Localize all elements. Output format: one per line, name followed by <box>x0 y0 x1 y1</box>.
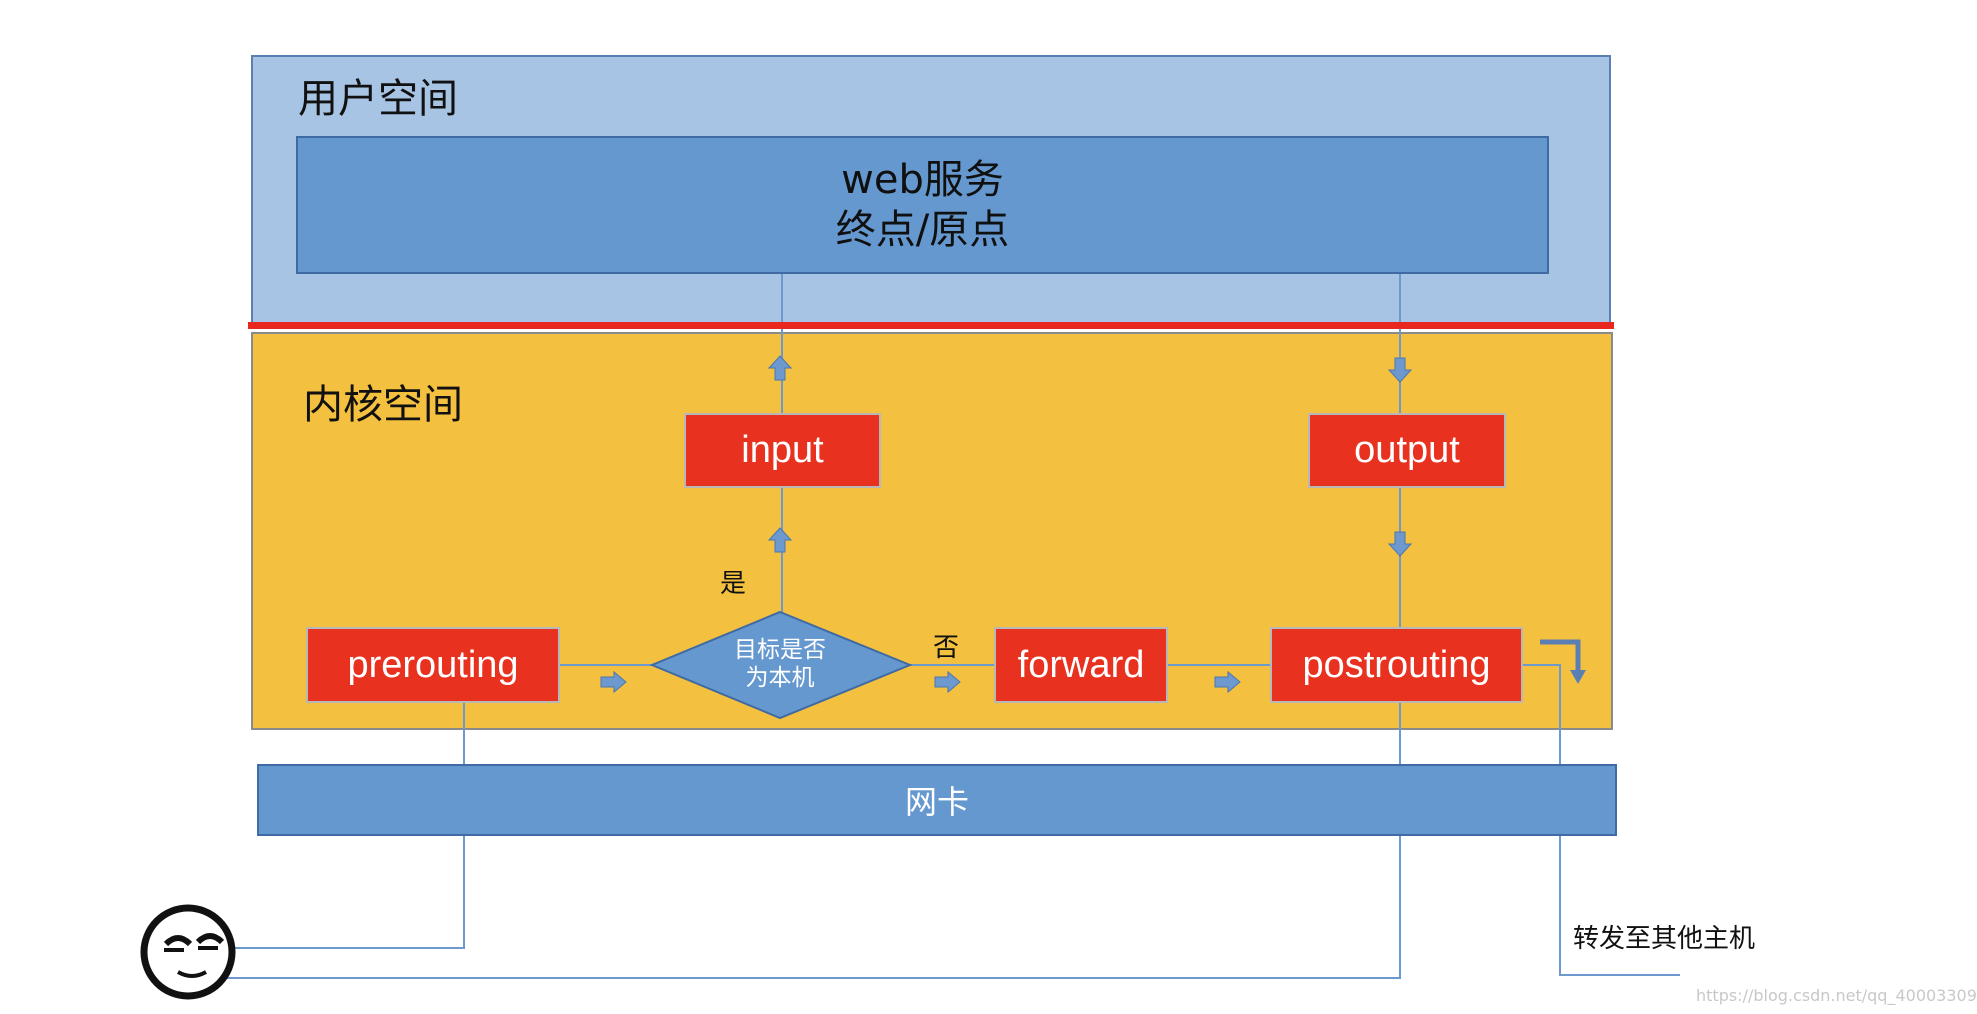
arrow-right-icon <box>600 670 627 694</box>
arrow-up-icon <box>767 355 793 381</box>
arrow-right-icon <box>934 670 961 694</box>
decision-diamond <box>649 610 913 720</box>
forward-out-arrow-icon <box>1540 639 1586 684</box>
web-service-label: web服务 <box>841 157 1004 203</box>
prerouting-chain-box: prerouting <box>306 627 560 703</box>
forward-other-hosts-label: 转发至其他主机 <box>1573 924 1756 954</box>
endpoint-origin-label: 终点/原点 <box>835 207 1010 253</box>
postrouting-chain-box: postrouting <box>1270 627 1523 703</box>
web-service-box: web服务 终点/原点 <box>296 136 1549 274</box>
forward-chain-box: forward <box>994 627 1168 703</box>
client-face-icon <box>140 904 236 1000</box>
arrow-down-icon <box>1387 531 1413 557</box>
user-space-title: 用户空间 <box>298 76 458 122</box>
yes-label: 是 <box>720 569 747 599</box>
watermark: https://blog.csdn.net/qq_40003309 <box>1696 986 1977 1005</box>
postrouting-to-client-line <box>218 703 1401 979</box>
nic-bar: 网卡 <box>257 764 1617 836</box>
arrow-down-icon <box>1387 357 1413 383</box>
user-kernel-divider <box>248 322 1614 329</box>
arrow-right-icon <box>1214 670 1241 694</box>
decision-label-line1: 目标是否 <box>734 637 826 663</box>
decision-label: 目标是否 为本机 <box>700 634 860 694</box>
output-chain-box: output <box>1308 413 1506 488</box>
decision-label-line2: 为本机 <box>745 665 815 691</box>
arrow-up-icon <box>767 527 793 553</box>
no-label: 否 <box>933 633 960 663</box>
kernel-space-title: 内核空间 <box>303 382 463 428</box>
input-chain-box: input <box>684 413 881 488</box>
